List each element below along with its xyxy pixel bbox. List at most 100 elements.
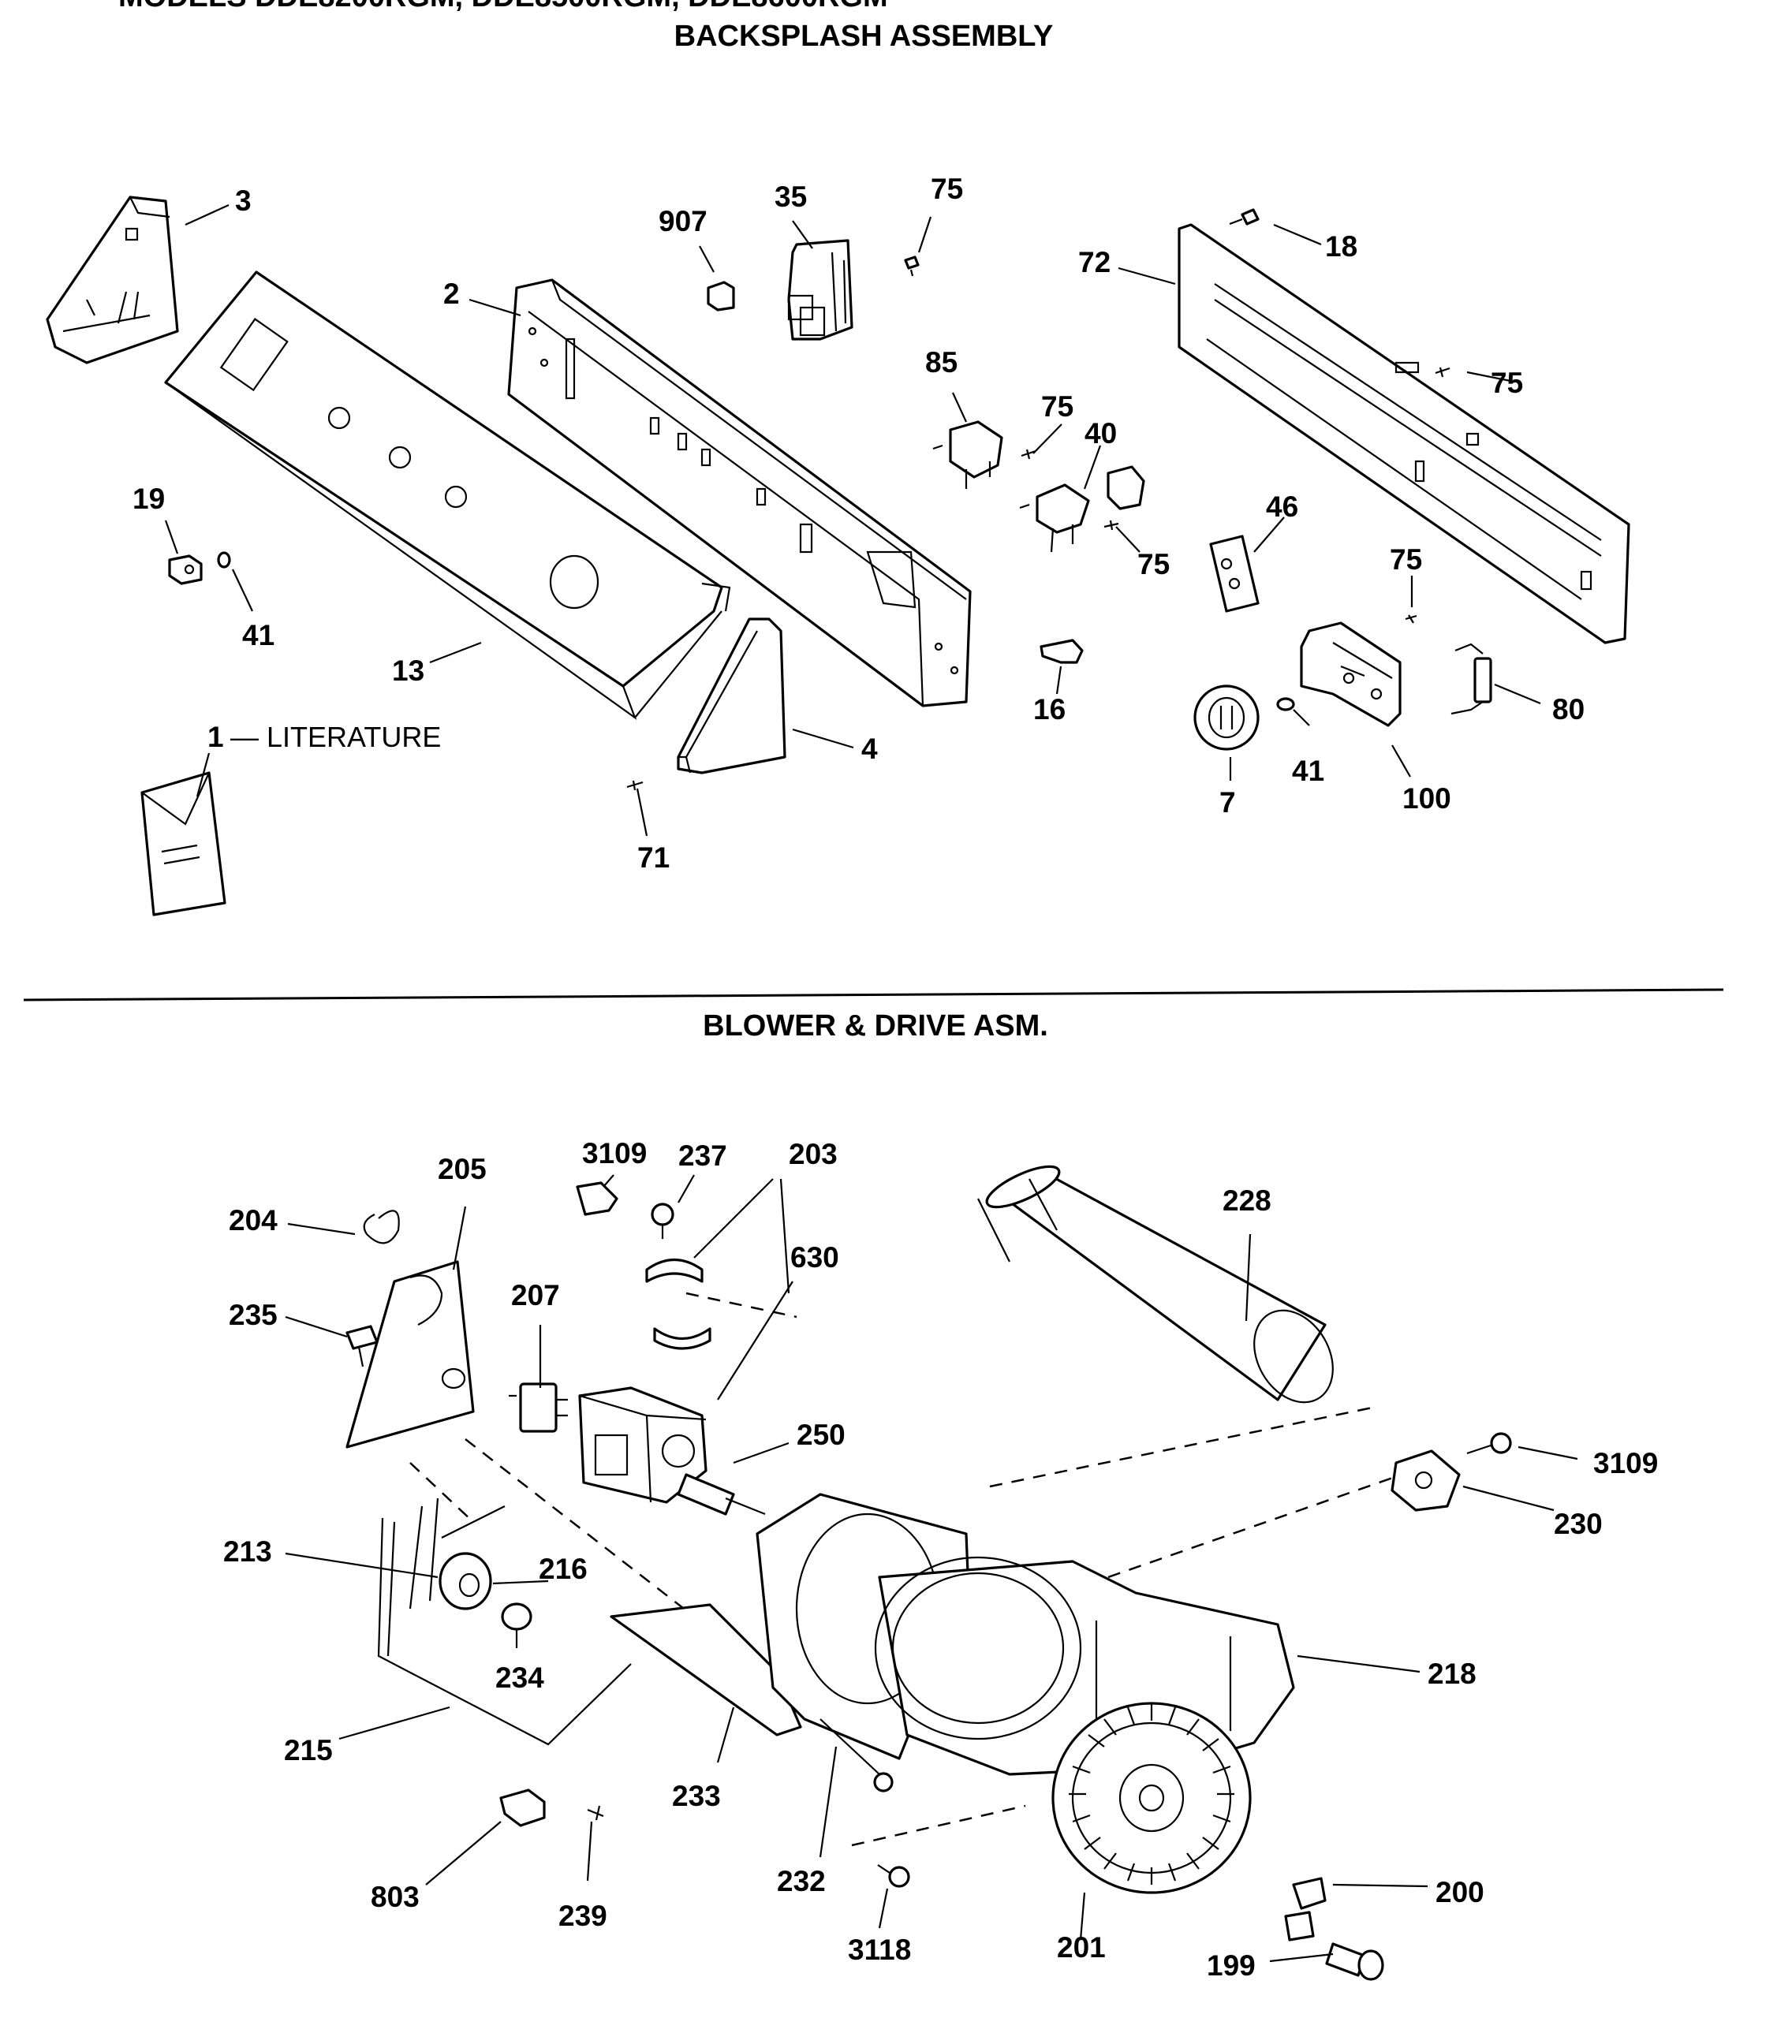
part-7-timer-knob <box>1193 684 1260 751</box>
label-232: 232 <box>777 1865 826 1897</box>
label-3109-a: 3109 <box>582 1137 647 1169</box>
part-232-rod <box>819 1718 894 1792</box>
part-630-motor <box>578 1386 707 1504</box>
part-75-screw-b <box>1435 367 1450 378</box>
models-heading: MODELS DDE8200RGM, DDE8500RGM, DDE8600RG… <box>118 0 888 13</box>
backsplash-title: BACKSPLASH ASSEMBLY <box>674 20 1054 53</box>
part-237-screw <box>651 1203 674 1239</box>
part-85-switch <box>932 420 1003 489</box>
part-41-spring-a <box>217 551 231 569</box>
label-4: 4 <box>861 733 878 765</box>
label-803: 803 <box>371 1881 420 1913</box>
label-80: 80 <box>1552 693 1585 725</box>
label-72: 72 <box>1078 246 1111 278</box>
label-3118: 3118 <box>848 1934 911 1966</box>
part-46-board <box>1209 535 1260 613</box>
part-213-idler-arm <box>409 1498 506 1609</box>
part-234-pulley <box>501 1602 532 1631</box>
part-199-bolt <box>1325 1942 1384 1981</box>
label-199: 199 <box>1207 1949 1256 1982</box>
label-205: 205 <box>438 1153 487 1185</box>
label-71: 71 <box>637 841 670 874</box>
assembly-dash-lines <box>409 1292 1436 1847</box>
part-16-plug <box>1040 639 1084 664</box>
label-7: 7 <box>1219 786 1236 819</box>
part-100-timer <box>1300 621 1402 727</box>
label-204: 204 <box>229 1204 278 1236</box>
label-75-b: 75 <box>1041 390 1073 423</box>
label-75-a: 75 <box>931 173 963 205</box>
label-213: 213 <box>223 1535 272 1568</box>
label-233: 233 <box>672 1780 721 1812</box>
part-75-screw-d <box>1103 520 1119 531</box>
label-235: 235 <box>229 1299 278 1331</box>
label-40: 40 <box>1085 417 1117 449</box>
label-13: 13 <box>392 655 424 687</box>
part-205-bracket <box>345 1260 475 1449</box>
label-75-c: 75 <box>1491 367 1523 399</box>
label-3109-b: 3109 <box>1593 1447 1658 1479</box>
label-216: 216 <box>539 1553 588 1585</box>
part-200-clamp <box>1284 1877 1327 1941</box>
label-46: 46 <box>1266 490 1298 523</box>
label-41-b: 41 <box>1292 755 1324 787</box>
part-71-screw <box>626 780 644 791</box>
label-630: 630 <box>790 1241 839 1274</box>
label-239: 239 <box>558 1900 607 1932</box>
backsplash-leader-lines <box>164 203 1541 837</box>
part-907-clip <box>707 281 735 311</box>
label-18: 18 <box>1325 230 1357 263</box>
label-215: 215 <box>284 1734 333 1766</box>
label-237: 237 <box>678 1139 727 1172</box>
label-16: 16 <box>1033 693 1066 725</box>
part-3109-bolt-b <box>1466 1432 1512 1455</box>
section-divider <box>23 988 1724 1001</box>
part-75-screw-a <box>904 255 920 277</box>
label-100: 100 <box>1402 782 1451 815</box>
part-201-blower-wheel <box>1051 1702 1252 1894</box>
part-4-right-endcap <box>677 617 786 774</box>
part-216-idler-pulley <box>439 1552 492 1610</box>
part-75-screw-e <box>1405 614 1417 624</box>
part-72-rear-panel <box>1178 223 1630 644</box>
part-18-screw <box>1229 208 1260 226</box>
part-203-clips <box>645 1259 711 1350</box>
label-3: 3 <box>235 185 252 217</box>
part-803-switch <box>499 1788 546 1827</box>
label-2: 2 <box>443 278 460 310</box>
part-228-duct <box>977 1165 1334 1404</box>
label-41-a: 41 <box>242 619 274 651</box>
label-85: 85 <box>925 346 958 379</box>
label-203: 203 <box>789 1138 838 1170</box>
label-207: 207 <box>511 1279 560 1311</box>
label-35: 35 <box>775 181 807 213</box>
part-230-bearing <box>1391 1449 1461 1512</box>
part-3118-screw <box>877 1864 910 1888</box>
part-35-switch <box>787 239 853 341</box>
label-218: 218 <box>1428 1658 1477 1690</box>
label-19: 19 <box>133 483 165 515</box>
part-3-left-endcap <box>46 196 179 364</box>
part-2-bracket <box>507 278 972 707</box>
part-3109-bolt-a <box>576 1181 618 1216</box>
label-75-d: 75 <box>1137 548 1170 580</box>
part-40-switch <box>1019 465 1145 553</box>
label-200: 200 <box>1435 1876 1484 1908</box>
part-41-spring-b <box>1276 697 1295 711</box>
label-literature: — LITERATURE <box>230 721 441 753</box>
label-228: 228 <box>1223 1184 1271 1217</box>
part-204-clip <box>363 1210 400 1244</box>
part-207-switch <box>509 1382 568 1433</box>
part-19-knob <box>168 554 203 585</box>
label-1: 1 <box>207 721 224 753</box>
part-75-screw-c <box>1021 449 1036 460</box>
part-250-shaft <box>677 1473 766 1516</box>
blower-leader-lines <box>285 1174 1578 1963</box>
part-239-screw <box>587 1805 604 1821</box>
label-75-e: 75 <box>1390 543 1422 576</box>
part-235-bolt <box>345 1325 379 1367</box>
part-80-fuse <box>1450 643 1492 715</box>
label-250: 250 <box>797 1419 846 1451</box>
label-230: 230 <box>1554 1508 1603 1540</box>
